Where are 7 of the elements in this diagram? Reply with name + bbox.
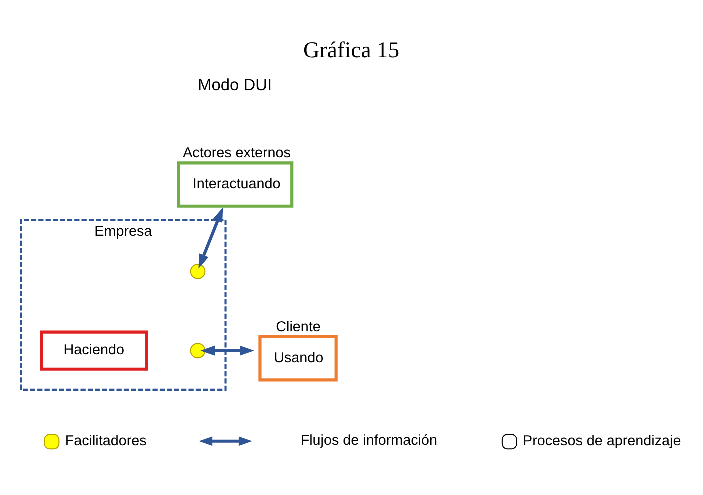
node-label: Actores externos [183,146,291,162]
legend-label: Procesos de aprendizaje [523,434,682,450]
node-label: Cliente [276,320,321,336]
legend-label: Flujos de información [300,433,438,450]
label: Modo DUI [198,76,272,94]
diagram-title: Gráfica 15 [303,37,400,62]
legend-label: Facilitadores [65,434,147,450]
